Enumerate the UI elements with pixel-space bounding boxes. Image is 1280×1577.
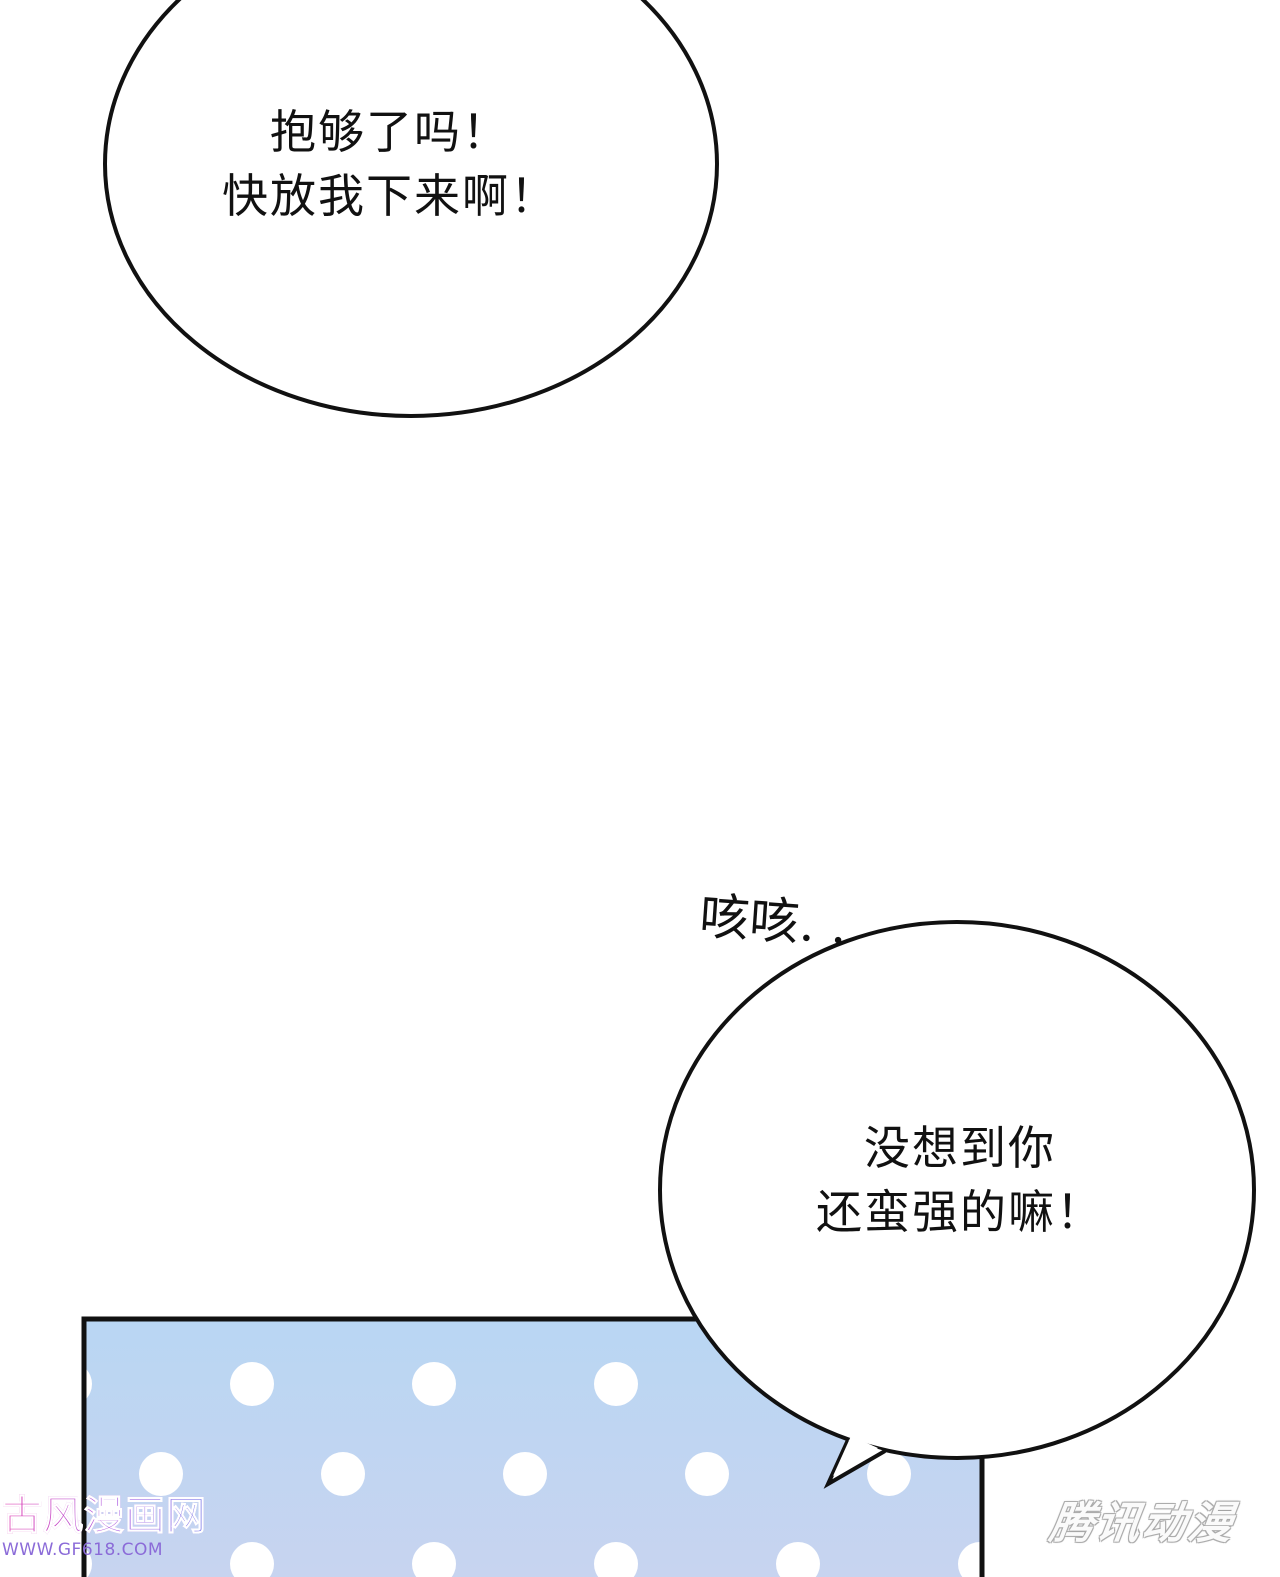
speech-bubble-top-text: 抱够了吗！ 快放我下来啊！ [160,100,620,228]
bubble-bottom-line-2: 还蛮强的嘛！ [816,1185,1104,1239]
bubble-top-line-2: 快放我下来啊！ [222,169,558,223]
bubble-bottom-line-1: 没想到你 [864,1121,1056,1175]
polka-dot-panel [81,1316,985,1577]
watermark-left-title: 古风漫画网 [2,1492,212,1540]
sound-effect-cough: 咳咳. . [697,887,850,956]
watermark-right: 腾讯动漫 [1046,1498,1238,1549]
speech-bubble-top [103,0,719,418]
watermark-left-url: WWW.GF618.COM [2,1540,164,1560]
watermark-left: 古风漫画网 WWW.GF618.COM [2,1492,212,1561]
speech-bubble-bottom [658,920,1256,1489]
speech-bubble-bottom-text: 没想到你 还蛮强的嘛！ [740,1116,1180,1244]
bubble-top-line-1: 抱够了吗！ [270,105,510,159]
